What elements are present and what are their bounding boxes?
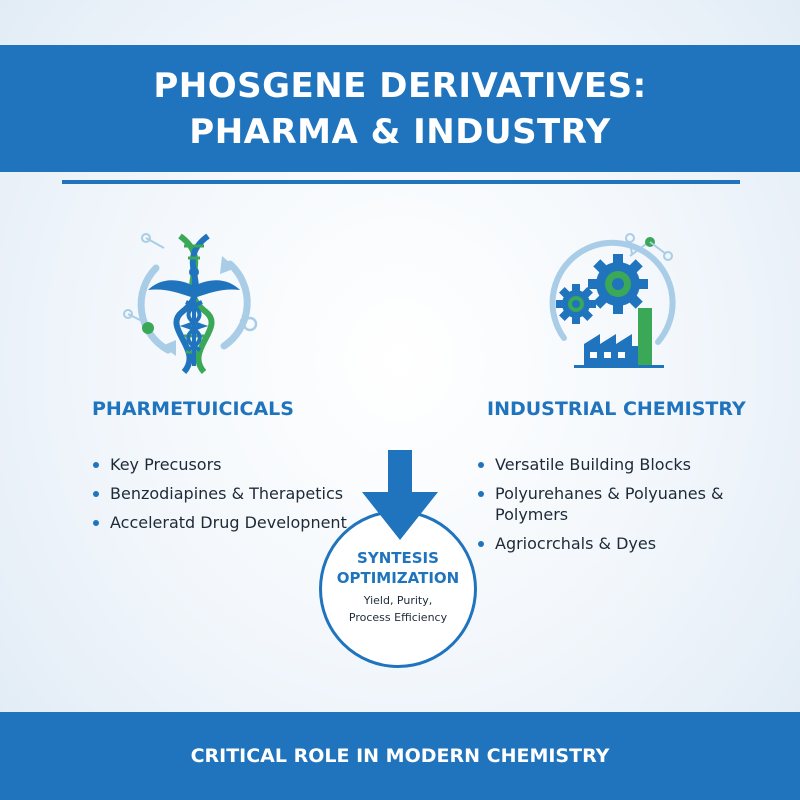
bullet-icon <box>478 541 484 547</box>
bullet-text: Polyurehanes & Polyuanes & Polymers <box>495 484 724 524</box>
footer-text: CRITICAL ROLE IN MODERN CHEMISTRY <box>190 745 610 767</box>
synthesis-text: SYNTESIS OPTIMIZATION Yield, Purity, Pro… <box>319 548 477 626</box>
synthesis-title-1: SYNTESIS <box>357 549 439 567</box>
title-line-2: PHARMA & INDUSTRY <box>189 111 611 152</box>
divider <box>62 180 740 184</box>
list-item: Polyurehanes & Polyuanes & Polymers <box>478 483 728 525</box>
synthesis-title-2: OPTIMIZATION <box>336 569 460 587</box>
pharma-bullet-list: Key Precusors Benzodiapines & Therapetic… <box>93 454 363 541</box>
list-item: Agriocrchals & Dyes <box>478 533 728 554</box>
bullet-text: Versatile Building Blocks <box>495 455 691 474</box>
title-line-1: PHOSGENE DERIVATIVES: <box>153 65 647 106</box>
synthesis-sub-2: Process Efficiency <box>348 611 448 624</box>
footer-banner: CRITICAL ROLE IN MODERN CHEMISTRY <box>0 712 800 800</box>
bullet-text: Agriocrchals & Dyes <box>495 534 657 553</box>
synthesis-sub-1: Yield, Purity, <box>363 594 433 607</box>
bullet-text: Benzodiapines & Therapetics <box>110 484 344 503</box>
bullet-text: Key Precusors <box>110 455 222 474</box>
industry-bullet-list: Versatile Building Blocks Polyurehanes &… <box>478 454 728 562</box>
list-item: Key Precusors <box>93 454 363 475</box>
industry-heading: INDUSTRIAL CHEMISTRY <box>487 398 746 420</box>
gears-factory-icon <box>549 233 676 368</box>
dna-caduceus-icon <box>123 233 258 375</box>
bullet-text: Acceleratd Drug Developnent <box>110 513 347 532</box>
bullet-icon <box>93 491 99 497</box>
down-arrow-icon <box>362 450 438 540</box>
list-item: Versatile Building Blocks <box>478 454 728 475</box>
title-banner: PHOSGENE DERIVATIVES: PHARMA & INDUSTRY <box>0 45 800 172</box>
bullet-icon <box>93 520 99 526</box>
pharma-heading: PHARMETUICICALS <box>92 398 294 420</box>
list-item: Benzodiapines & Therapetics <box>93 483 363 504</box>
bullet-icon <box>93 462 99 468</box>
list-item: Acceleratd Drug Developnent <box>93 512 363 533</box>
bullet-icon <box>478 462 484 468</box>
bullet-icon <box>478 491 484 497</box>
